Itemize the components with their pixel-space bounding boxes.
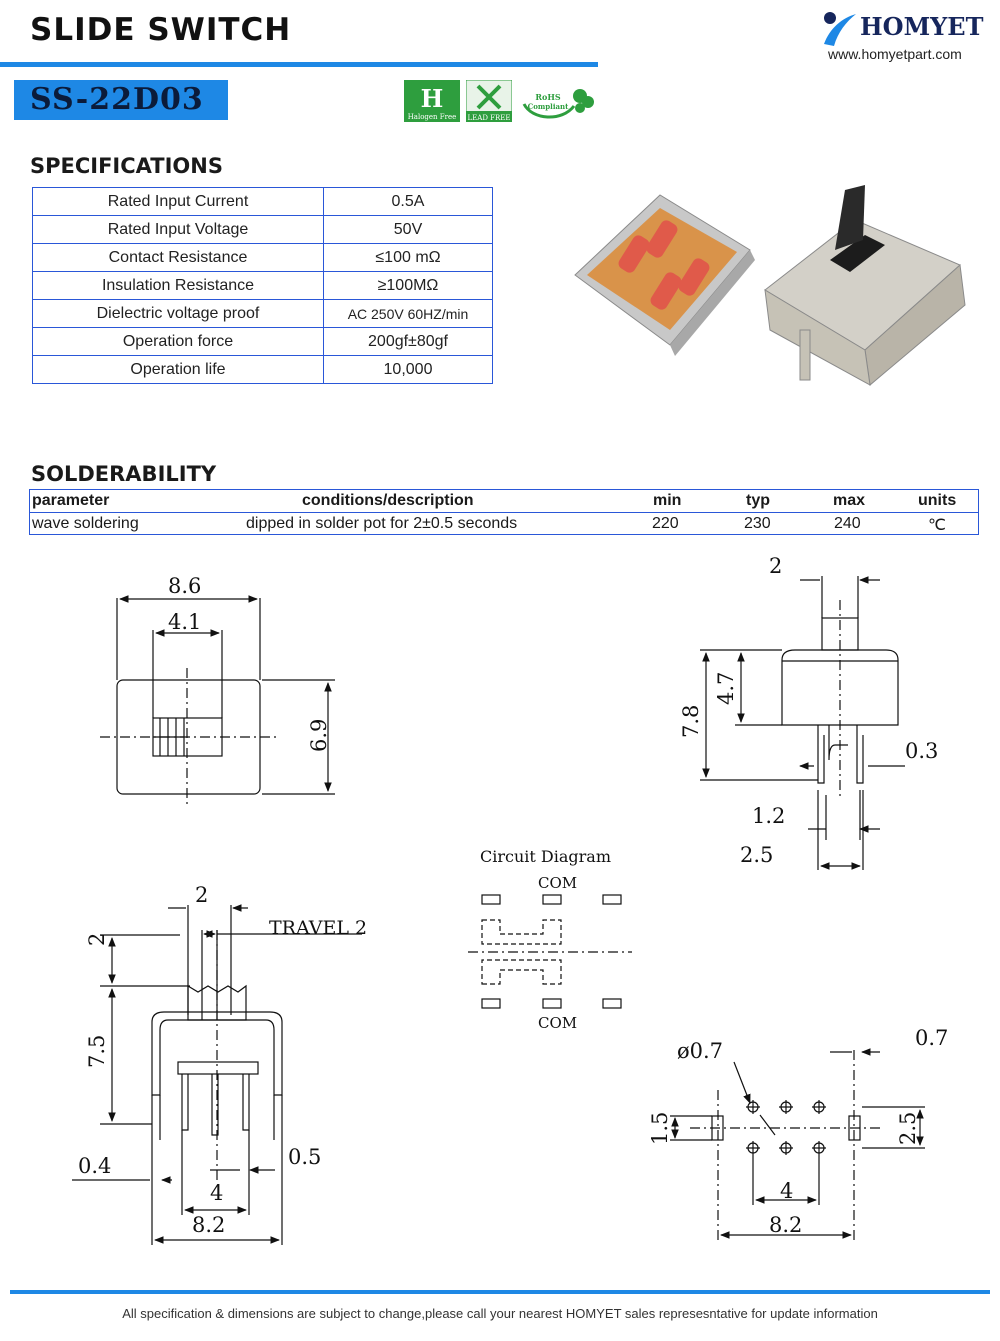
dim-top-width: 8.6 [168, 574, 201, 598]
spec-name: Rated Input Current [32, 187, 324, 216]
model-number: SS-22D03 [30, 82, 204, 117]
dim-side-actuator: 2 [769, 554, 782, 578]
table-row: Insulation Resistance≥100MΩ [32, 271, 493, 300]
spec-name: Dielectric voltage proof [32, 299, 324, 328]
spec-name: Rated Input Voltage [32, 215, 324, 244]
dim-pcb-pad: 0.7 [915, 1026, 948, 1050]
lead-free-icon: LEAD FREE [466, 80, 512, 122]
dim-front-top: 2 [85, 933, 109, 946]
dim-front-actuator: 2 [195, 883, 208, 907]
brand-mark-icon [824, 12, 856, 46]
solderability-title: SOLDERABILITY [31, 462, 217, 486]
switch-top [764, 185, 966, 386]
header-rule [0, 62, 598, 67]
circuit-title: Circuit Diagram [480, 847, 611, 866]
cell-units: ℃ [928, 517, 946, 534]
cell-max: 240 [834, 515, 861, 532]
specifications-title: SPECIFICATIONS [30, 154, 223, 178]
dimension-drawing: 8.6 4.1 6.9 2 4.7 7.8 0.3 1.2 2.5 Circui… [72, 554, 948, 1245]
circuit-com-bottom: COM [538, 1014, 577, 1032]
dim-side-pin: 0.3 [905, 739, 938, 763]
dim-pcb-hole: ø0.7 [677, 1039, 723, 1063]
footer-rule [10, 1290, 990, 1294]
dim-top-height: 6.9 [307, 719, 331, 752]
switch-underside [574, 194, 755, 356]
rohs-bottom-label: Compliant [528, 102, 569, 111]
table-row: Contact Resistance≤100 mΩ [32, 243, 493, 272]
dim-pcb-span: 2.5 [896, 1112, 920, 1145]
dim-front-body: 7.5 [85, 1035, 109, 1068]
header-parameter: parameter [32, 492, 110, 509]
header-min: min [653, 492, 682, 509]
spec-name: Insulation Resistance [32, 271, 324, 300]
halogen-label: Halogen Free [408, 113, 457, 121]
dim-front-pin: 0.4 [78, 1154, 111, 1178]
spec-name: Operation life [32, 355, 324, 384]
cell-parameter: wave soldering [32, 515, 139, 532]
dim-front-width: 8.2 [192, 1213, 225, 1237]
dim-side-gap: 1.2 [752, 804, 785, 828]
rohs-compliant-icon: RoHS Compliant [522, 89, 594, 119]
top-view [100, 595, 335, 805]
front-view [72, 905, 362, 1245]
solderability-divider [29, 512, 979, 513]
dim-front-pin2: 0.5 [288, 1145, 321, 1169]
dim-top-knob: 4.1 [168, 610, 201, 634]
header-typ: typ [746, 492, 770, 509]
spec-name: Operation force [32, 327, 324, 356]
brand-logo: HOMYET www.homyetpart.com [816, 8, 986, 66]
spec-value: 0.5A [323, 187, 493, 216]
circuit-com-top: COM [538, 874, 577, 892]
spec-value: ≤100 mΩ [323, 243, 493, 272]
lead-label: LEAD FREE [468, 114, 511, 122]
header-max: max [833, 492, 866, 509]
dim-side-total: 7.8 [679, 705, 703, 738]
cell-min: 220 [652, 515, 679, 532]
header-conditions: conditions/description [302, 492, 474, 509]
dim-side-span: 2.5 [740, 843, 773, 867]
side-view [700, 576, 905, 870]
spec-name: Contact Resistance [32, 243, 324, 272]
dim-front-travel: TRAVEL 2 [269, 917, 367, 939]
footer-note: All specification & dimensions are subje… [122, 1306, 878, 1321]
cell-conditions: dipped in solder pot for 2±0.5 seconds [246, 515, 518, 532]
dim-pcb-row: 1.5 [648, 1112, 672, 1145]
pcb-layout [670, 1050, 925, 1240]
brand-name: HOMYET [860, 12, 984, 41]
page-title: SLIDE SWITCH [30, 12, 292, 48]
dim-pcb-width: 8.2 [769, 1213, 802, 1237]
dim-pcb-pitch: 4 [780, 1179, 793, 1203]
spec-value: 50V [323, 215, 493, 244]
model-banner [14, 80, 228, 120]
dim-side-body: 4.7 [714, 672, 738, 705]
product-photo [574, 185, 966, 386]
spec-value: AC 250V 60HZ/min [323, 299, 493, 328]
halogen-free-icon: H Halogen Free [404, 80, 460, 122]
header-units: units [918, 492, 957, 509]
circuit-diagram [468, 894, 632, 1009]
dim-front-pitch: 4 [210, 1181, 223, 1205]
rohs-top-label: RoHS [535, 92, 561, 102]
spec-value: 200gf±80gf [323, 327, 493, 356]
brand-url: www.homyetpart.com [828, 46, 962, 62]
spec-value: ≥100MΩ [323, 271, 493, 300]
cell-typ: 230 [744, 515, 771, 532]
spec-value: 10,000 [323, 355, 493, 384]
svg-text:H: H [421, 84, 444, 113]
